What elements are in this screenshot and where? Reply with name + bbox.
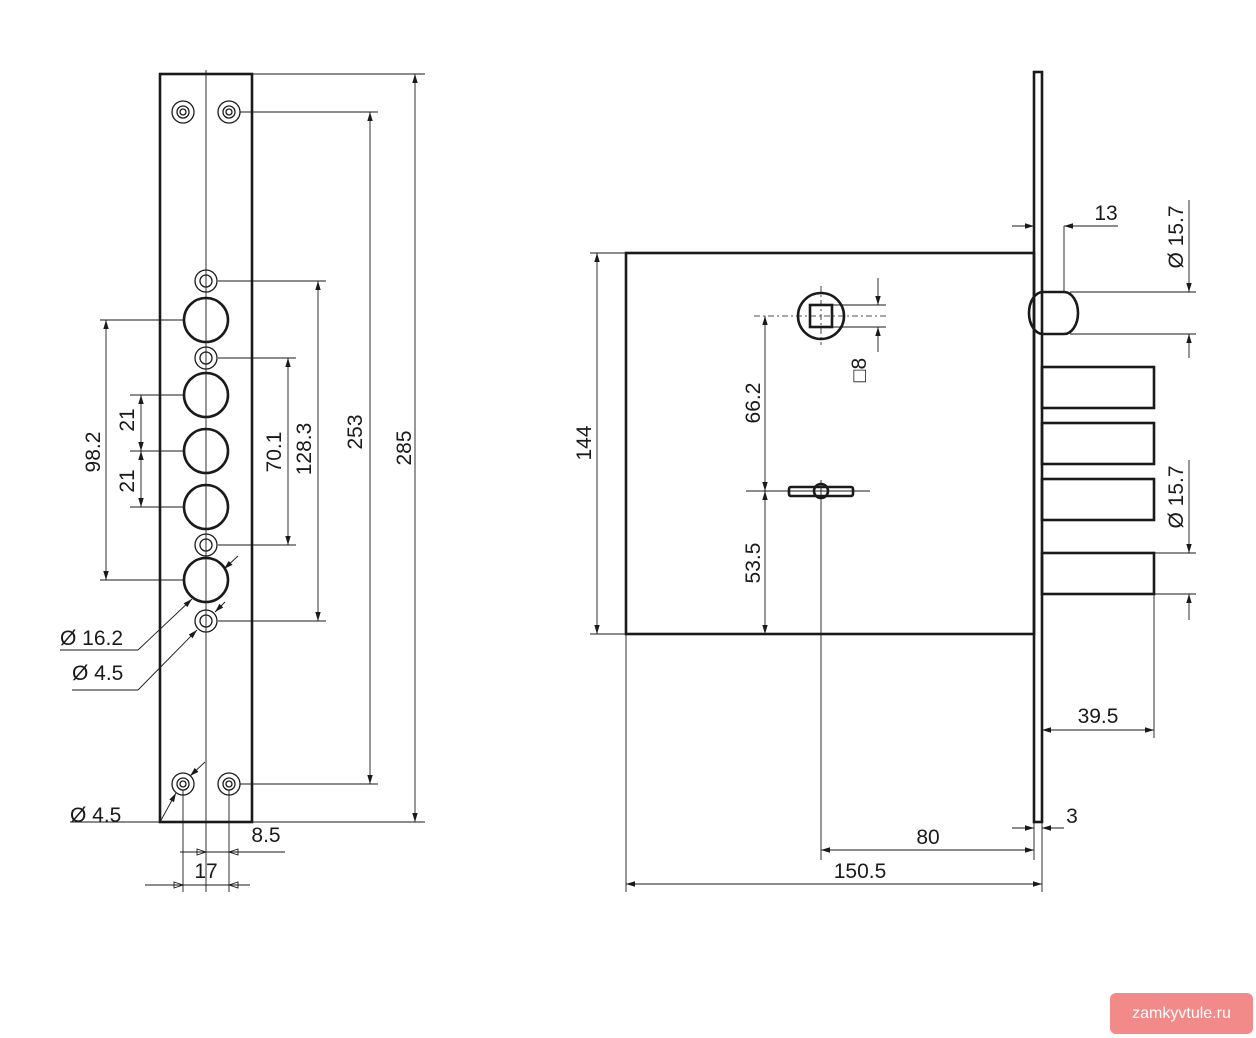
dim-53-5: 53.5 xyxy=(742,543,765,584)
dim-latch-dia: Ø 15.7 xyxy=(1165,205,1188,268)
dim-21-lower: 21 xyxy=(116,469,139,492)
dim-128-3: 128.3 xyxy=(293,423,316,476)
dim-39-5: 39.5 xyxy=(1078,705,1119,728)
small-hole xyxy=(194,269,218,293)
screw-hole xyxy=(217,100,241,124)
bolt xyxy=(1040,421,1156,466)
callout-screw-dia-4-5: Ø 4.5 xyxy=(70,804,121,827)
latch xyxy=(1027,290,1080,336)
faceplate-view: 285 253 128.3 70.1 98.2 21 21 17 8.5 Ø 1… xyxy=(60,70,425,892)
screw-hole xyxy=(171,100,195,124)
dim-253: 253 xyxy=(344,414,367,449)
dim-8-5: 8.5 xyxy=(251,824,280,847)
dim-150-5: 150.5 xyxy=(834,860,887,883)
dim-bolt-dia: Ø 15.7 xyxy=(1165,465,1188,528)
bolt xyxy=(1040,477,1156,522)
lock-body-view: 144 66.2 53.5 □8 13 Ø 15.7 Ø 15.7 39.5 3… xyxy=(573,70,1196,892)
watermark-badge[interactable]: zamkyvtule.ru xyxy=(1110,993,1253,1034)
callout-dia-16-2: Ø 16.2 xyxy=(60,627,123,650)
small-hole xyxy=(194,533,218,557)
bolt xyxy=(1040,365,1156,410)
dim-13: 13 xyxy=(1094,202,1117,225)
dim-17: 17 xyxy=(194,860,217,883)
dim-square-8: □8 xyxy=(848,358,871,382)
dim-66-2: 66.2 xyxy=(742,383,765,424)
dim-3: 3 xyxy=(1066,805,1078,828)
small-hole xyxy=(194,609,218,633)
dim-70-1: 70.1 xyxy=(263,432,286,473)
dim-144: 144 xyxy=(573,425,596,460)
dim-285: 285 xyxy=(393,430,416,465)
screw-hole xyxy=(171,772,195,796)
lock-body xyxy=(624,251,1036,636)
small-hole xyxy=(194,346,218,370)
callout-dia-4-5: Ø 4.5 xyxy=(72,662,123,685)
dim-80: 80 xyxy=(916,826,939,849)
bolt xyxy=(1040,551,1156,596)
dim-98-2: 98.2 xyxy=(82,432,105,473)
dim-21-upper: 21 xyxy=(116,408,139,431)
